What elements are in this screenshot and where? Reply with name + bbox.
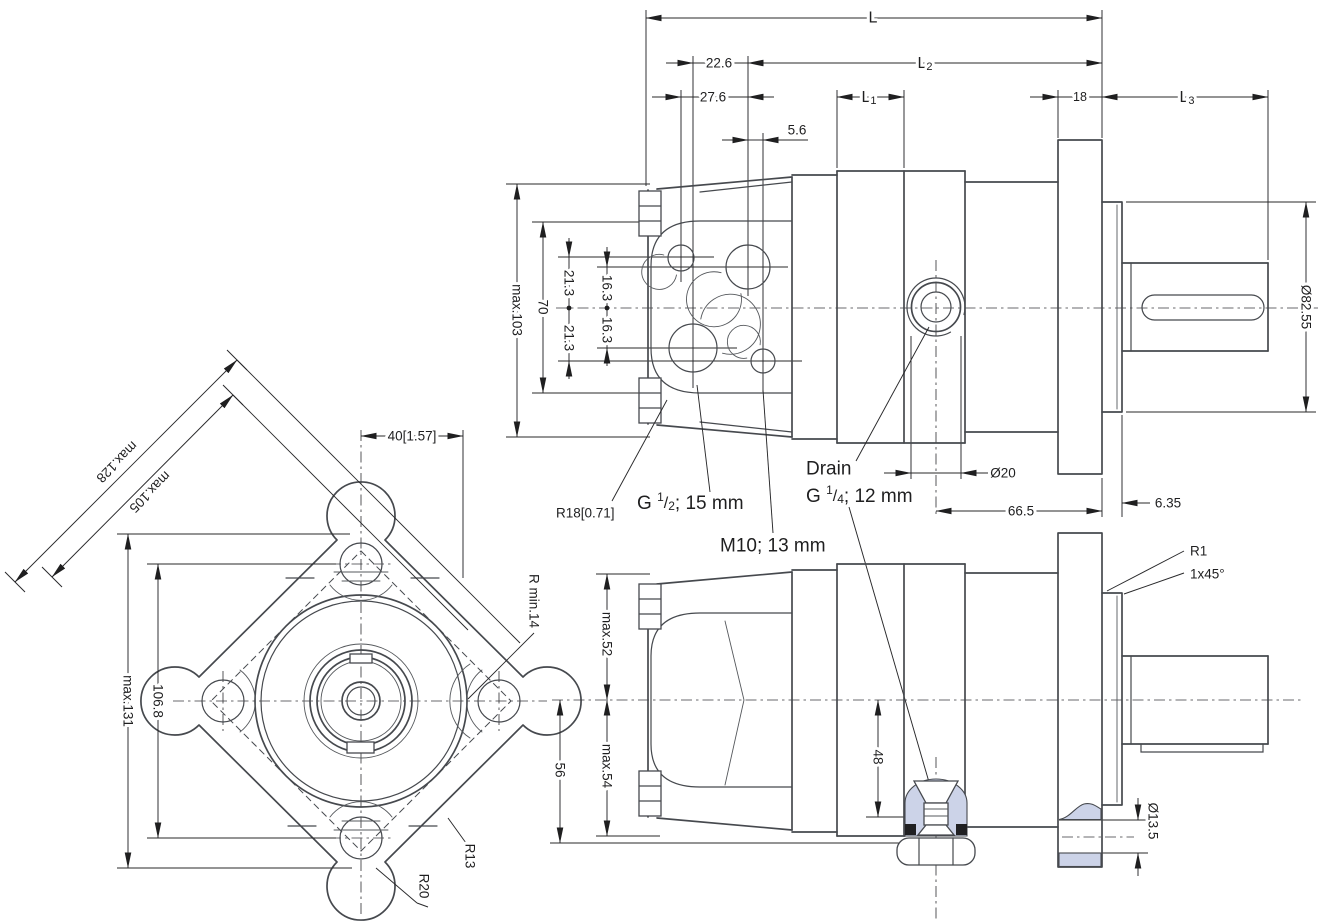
dim-1x45: 1x45°: [1190, 567, 1225, 582]
dim-22-6: 22.6: [706, 56, 732, 71]
dim-dia82-55: Ø82.55: [1299, 285, 1314, 329]
drain-plug-section: [896, 778, 976, 866]
mounting-holes: [201, 542, 521, 860]
dim-106-8: 106.8: [151, 684, 166, 718]
dim-max103: max.103: [510, 284, 525, 336]
dim-48: 48: [871, 749, 886, 764]
view-side-top: L 22.6 L2 27.6 L1 18 L3 5.6 max.103 7: [506, 7, 1318, 790]
callout-g-half: G 1/2; 15 mm: [637, 490, 744, 514]
dim-16-3-upper: 16.3: [600, 275, 615, 301]
flange-section-upper: [1058, 803, 1102, 821]
dim-max105: max.105: [126, 468, 173, 515]
dim-max128: max.128: [93, 438, 140, 485]
dim-27-6: 27.6: [700, 90, 726, 105]
motor-body-top: [638, 139, 1269, 475]
dim-16-3-lower: 16.3: [600, 317, 615, 343]
flange-outline: [140, 481, 582, 921]
dim-70: 70: [536, 299, 551, 314]
cap-bolt-top-2: [638, 583, 662, 630]
dim-21-3-lower: 21.3: [562, 325, 577, 351]
dimensions-top: L 22.6 L2 27.6 L1 18 L3 5.6 max.103 7: [507, 7, 1317, 522]
view-side-bottom: max.52 max.54 56 48 Ø13.5 R1 1x45°: [550, 532, 1302, 921]
dim-L1: L1: [861, 89, 876, 108]
cap-bolt-bottom-2: [638, 770, 662, 817]
dim-6-35: 6.35: [1155, 496, 1181, 511]
callout-g-quarter: G 1/4; 12 mm: [806, 483, 913, 507]
dimensions-front: max.131 106.8 40[1.57] max.128 max.105 R…: [4, 349, 545, 908]
flange-section-lower: [1058, 852, 1102, 868]
dim-rmin14: R min.14: [527, 574, 542, 629]
motor-body-bottom: [638, 532, 1269, 868]
port-holes: [641, 244, 776, 374]
dim-r20: R20: [417, 874, 432, 899]
shaft-keyway: [1141, 294, 1265, 321]
cap-bolt-top: [638, 190, 662, 237]
dim-L2: L2: [917, 55, 932, 74]
drain-plug-nut: [896, 837, 976, 866]
dim-5-6: 5.6: [788, 123, 807, 138]
dim-dia13-5: Ø13.5: [1146, 803, 1161, 840]
callout-drain: Drain: [806, 459, 851, 480]
coupling-keyway: [346, 741, 375, 754]
dim-56: 56: [553, 762, 568, 777]
keyway-side-profile: [1140, 743, 1264, 753]
dim-21-3-upper: 21.3: [562, 270, 577, 296]
dim-r13: R13: [463, 844, 478, 869]
dim-66-5: 66.5: [1008, 504, 1034, 519]
callout-m10: M10; 13 mm: [720, 536, 826, 557]
coupling-slot-top: [349, 653, 373, 664]
dim-18: 18: [1073, 90, 1087, 104]
dim-max52: max.52: [600, 612, 615, 656]
drain-port: [906, 277, 966, 337]
callouts-top: R18[0.71] G 1/2; 15 mm M10; 13 mm Drain …: [556, 326, 932, 790]
dim-40: 40[1.57]: [388, 429, 437, 444]
dim-r1: R1: [1190, 544, 1207, 559]
dim-L3: L3: [1179, 89, 1194, 108]
view-front-flange: max.131 106.8 40[1.57] max.128 max.105 R…: [4, 349, 582, 921]
dimensions-bottom: max.52 max.54 56 48 Ø13.5 R1 1x45°: [550, 544, 1225, 876]
dim-dia20: Ø20: [990, 466, 1016, 481]
dim-max54: max.54: [600, 744, 615, 789]
cap-bolt-bottom: [638, 377, 662, 424]
callout-r18: R18[0.71]: [556, 506, 615, 521]
dim-max131: max.131: [121, 675, 136, 727]
dim-L: L: [869, 10, 878, 27]
